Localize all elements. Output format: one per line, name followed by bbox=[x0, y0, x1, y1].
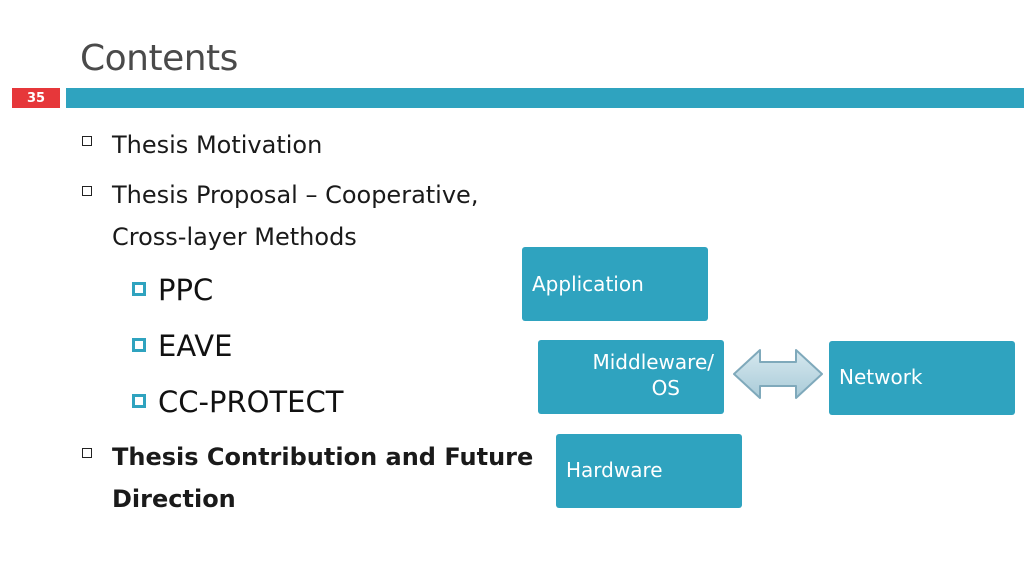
hollow-square-bullet-icon bbox=[82, 186, 92, 196]
sub-bullet-ppc: PPC bbox=[132, 270, 213, 310]
bullet-text: Thesis Motivation bbox=[112, 131, 323, 159]
middleware-os-box: Middleware/ OS bbox=[538, 340, 724, 414]
bullet-text: Thesis Proposal – Cooperative, Cross-lay… bbox=[112, 174, 478, 258]
sub-bullet-cc-protect: CC-PROTECT bbox=[132, 382, 343, 422]
hollow-square-bullet-icon bbox=[82, 448, 92, 458]
bullet-text-line-2: Cross-layer Methods bbox=[112, 223, 357, 251]
slide-title: Contents bbox=[80, 38, 238, 79]
double-headed-arrow-icon bbox=[733, 349, 823, 399]
filled-square-bullet-icon bbox=[132, 338, 146, 352]
bullet-thesis-contribution: Thesis Contribution and Future Direction bbox=[82, 436, 533, 520]
slide-number-badge: 35 bbox=[12, 88, 60, 108]
sub-bullet-text: EAVE bbox=[158, 329, 233, 363]
application-label: Application bbox=[532, 272, 644, 296]
hardware-label: Hardware bbox=[566, 458, 663, 482]
bullet-thesis-motivation: Thesis Motivation bbox=[82, 124, 322, 166]
application-box: Application bbox=[522, 247, 708, 321]
title-divider-bar bbox=[66, 88, 1024, 108]
hollow-square-bullet-icon bbox=[82, 136, 92, 146]
hardware-box: Hardware bbox=[556, 434, 742, 508]
bullet-text-line-1: Thesis Proposal – Cooperative, bbox=[112, 181, 479, 209]
middleware-label-line-2: OS bbox=[651, 376, 680, 400]
bullet-text-line-2: Direction bbox=[112, 485, 236, 513]
sub-bullet-eave: EAVE bbox=[132, 326, 232, 366]
network-box: Network bbox=[829, 341, 1015, 415]
sub-bullet-text: PPC bbox=[158, 273, 214, 307]
bullet-thesis-proposal: Thesis Proposal – Cooperative, Cross-lay… bbox=[82, 174, 478, 258]
sub-bullet-text: CC-PROTECT bbox=[158, 385, 344, 419]
bullet-text-line-1: Thesis Contribution and Future bbox=[112, 443, 534, 471]
bullet-text: Thesis Contribution and Future Direction bbox=[112, 436, 533, 520]
filled-square-bullet-icon bbox=[132, 394, 146, 408]
middleware-label-line-1: Middleware/ bbox=[592, 350, 714, 374]
network-label: Network bbox=[839, 365, 923, 389]
filled-square-bullet-icon bbox=[132, 282, 146, 296]
